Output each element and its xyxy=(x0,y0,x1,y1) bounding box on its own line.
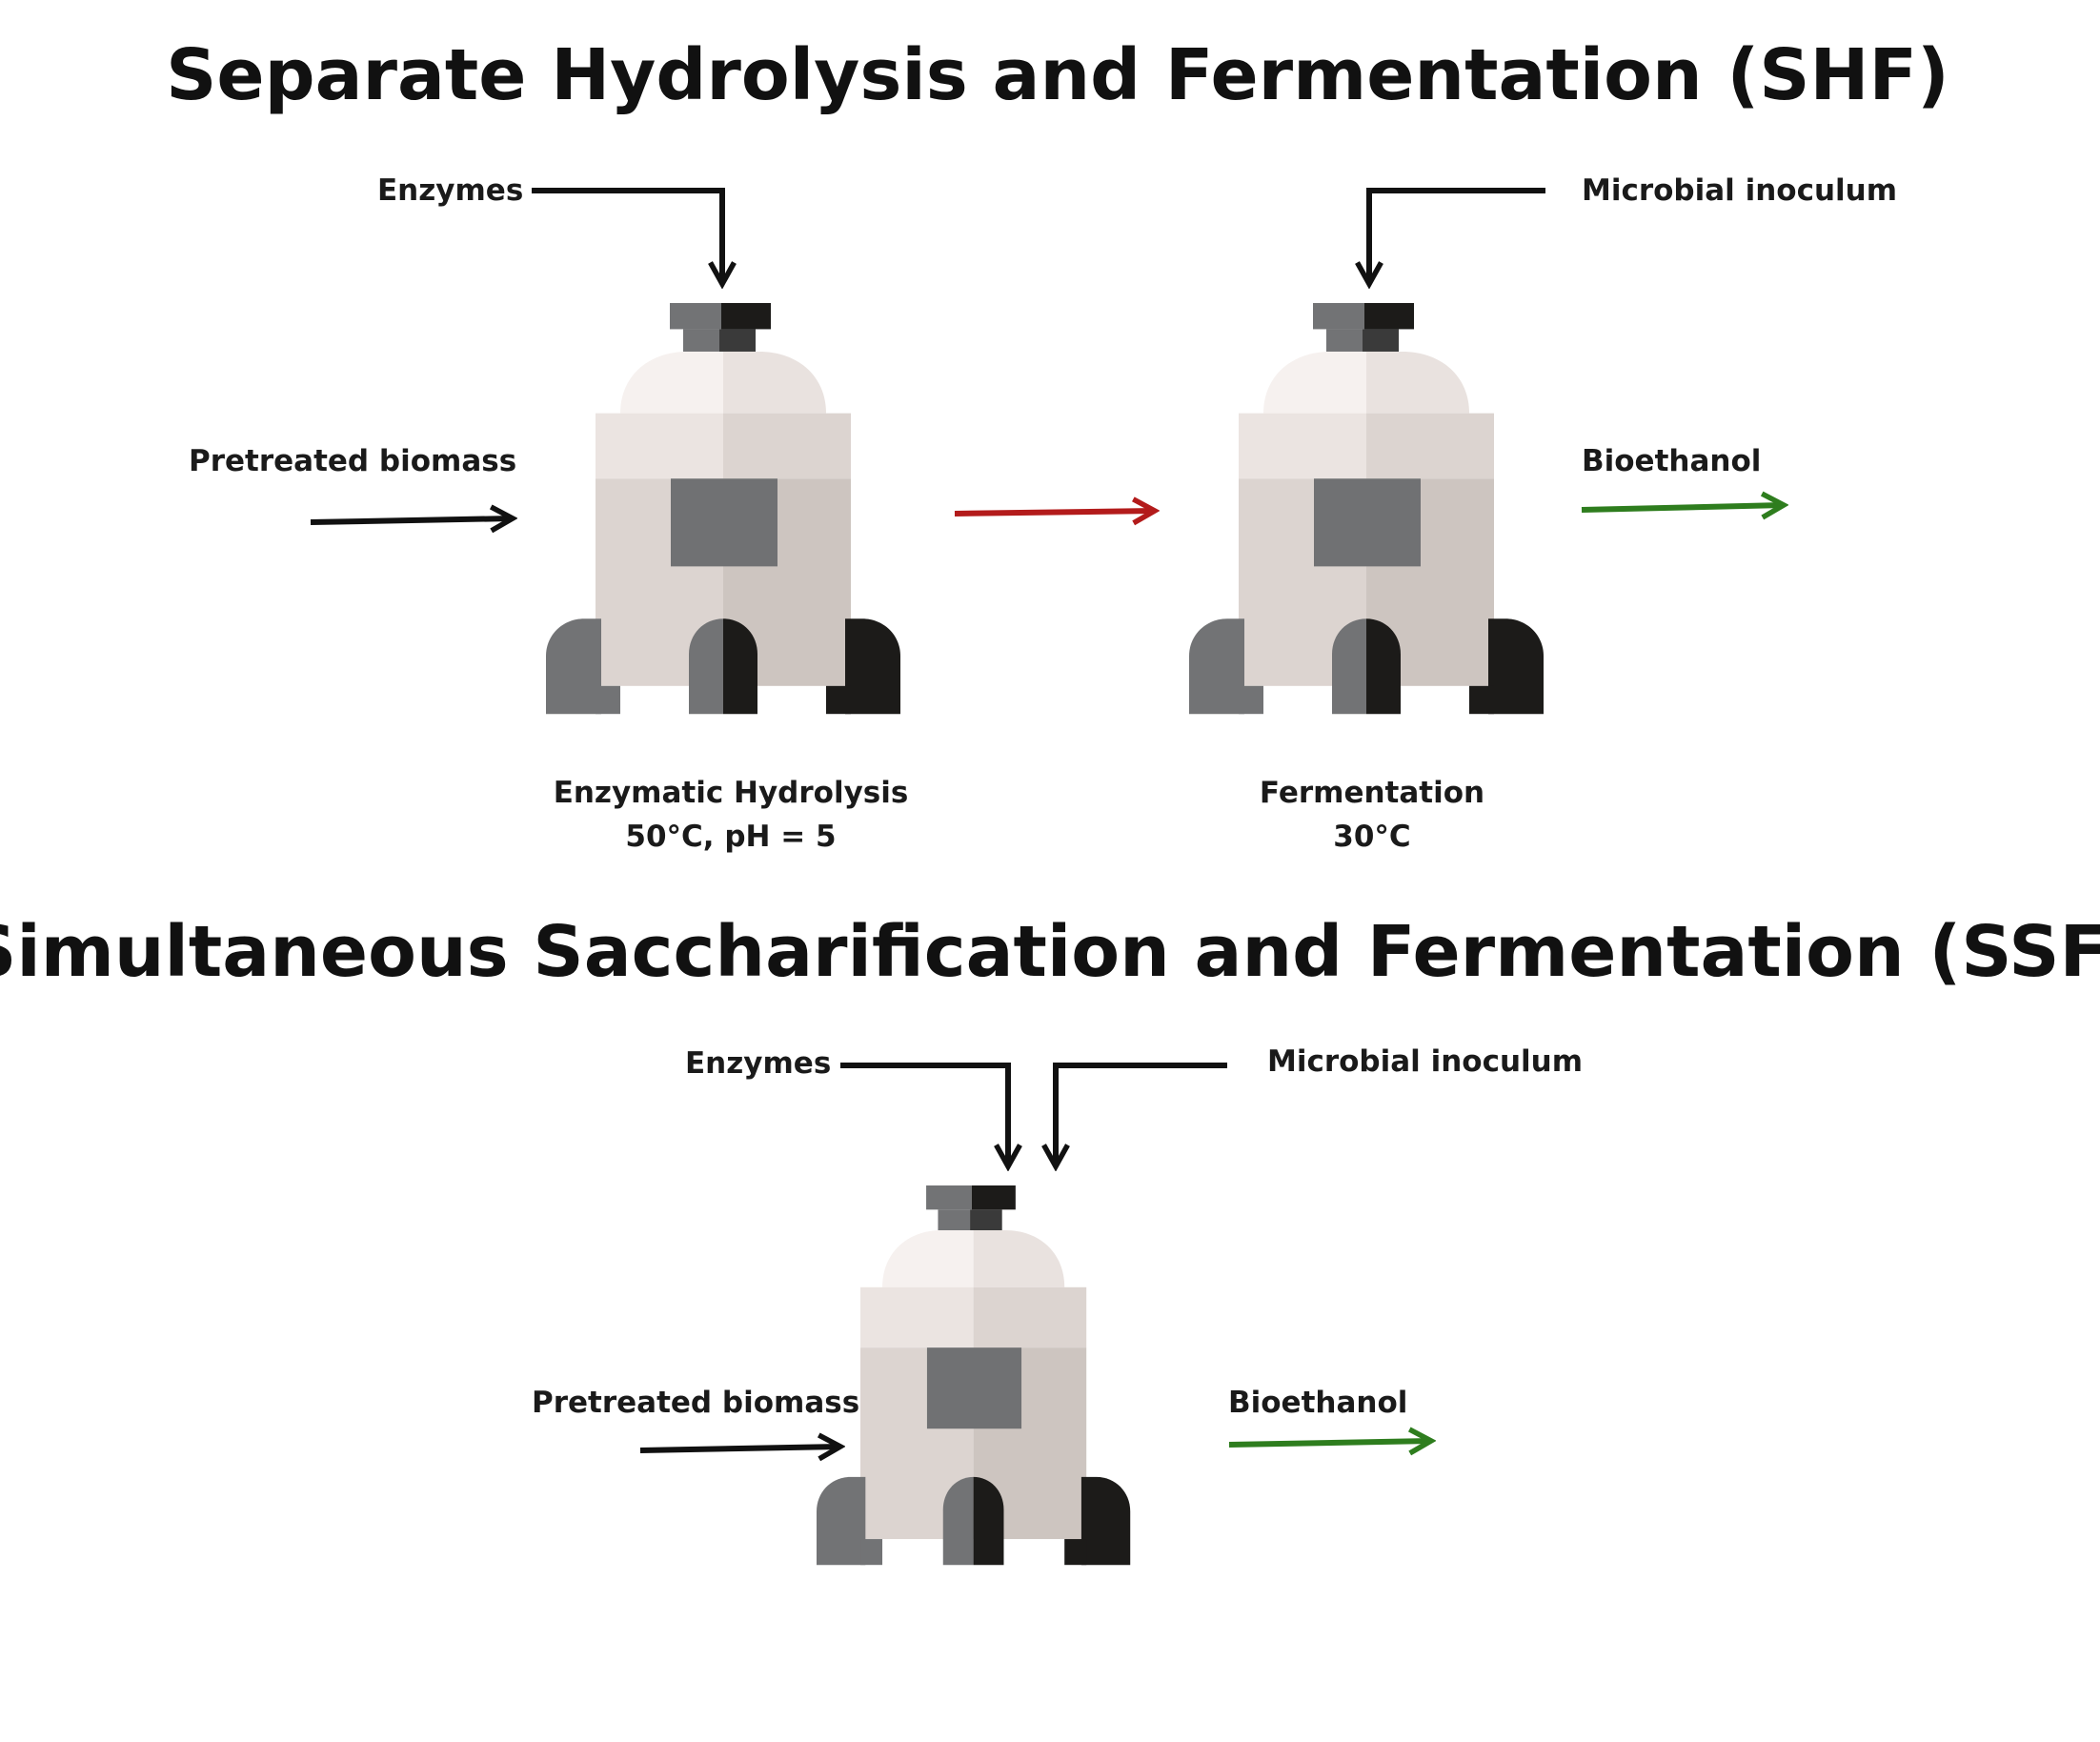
ssf-reactor-icon xyxy=(817,1185,1131,1566)
hydrolysis-step-name: Enzymatic Hydrolysis xyxy=(554,776,909,810)
hydrolysis-conditions: 50°C, pH = 5 xyxy=(625,820,836,854)
ssf-biomass-arrow xyxy=(639,1447,840,1450)
shf-biomass-label: Pretreated biomass xyxy=(189,444,516,478)
shf-inoculum-label: Microbial inoculum xyxy=(1582,173,1897,208)
ssf-enzymes-label: Enzymes xyxy=(685,1046,831,1081)
shf-enzymes-label: Enzymes xyxy=(377,173,523,208)
ssf-biomass-label: Pretreated biomass xyxy=(532,1386,859,1420)
ssf-enzymes-arrow xyxy=(840,1063,1008,1166)
shf-inoculum-arrow xyxy=(1369,188,1545,284)
transfer-arrow xyxy=(954,511,1155,514)
fermentation-conditions: 30°C xyxy=(1333,820,1410,854)
ssf-bioethanol-arrow xyxy=(1228,1441,1431,1445)
shf-bioethanol-label: Bioethanol xyxy=(1582,444,1761,478)
shf-bioethanol-arrow xyxy=(1581,505,1784,510)
ssf-inoculum-label: Microbial inoculum xyxy=(1267,1044,1583,1079)
hydrolysis-reactor-icon xyxy=(546,303,900,715)
fermentation-reactor-icon xyxy=(1189,303,1544,715)
ssf-title: Simultaneous Saccharification and Fermen… xyxy=(0,911,2100,993)
fermentation-step-name: Fermentation xyxy=(1260,776,1484,810)
shf-biomass-arrow xyxy=(310,518,513,522)
ssf-inoculum-arrow xyxy=(1056,1063,1227,1166)
ssf-bioethanol-label: Bioethanol xyxy=(1228,1386,1407,1420)
shf-title: Separate Hydrolysis and Fermentation (SH… xyxy=(166,34,1949,116)
shf-enzymes-arrow xyxy=(532,188,722,284)
